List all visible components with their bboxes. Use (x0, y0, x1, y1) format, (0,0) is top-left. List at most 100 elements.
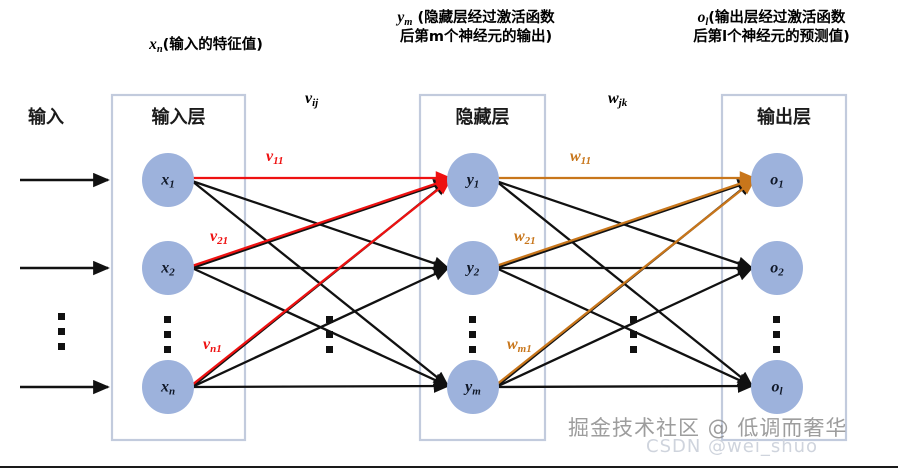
node-label-y1-subscript: 1 (473, 178, 480, 191)
weight-label-vn1-symbol: v (203, 336, 211, 353)
node-x1[interactable] (142, 153, 194, 207)
node-label-ol-symbol: o (771, 378, 780, 396)
ellipsis-between-input-hidden (326, 316, 333, 353)
caption-input-subscript: n (156, 43, 163, 55)
node-label-ol-subscript: l (779, 385, 783, 398)
caption-output-symbol: o (697, 9, 706, 26)
node-label-xn-symbol: x (160, 378, 169, 396)
weight-label-v11-subscript: 11 (273, 155, 284, 168)
caption-output-line1: ol(输出层经过激活函数 (645, 9, 898, 29)
caption-hidden-symbol: y (397, 9, 405, 26)
caption-hidden-text2: 后第m个神经元的输出) (399, 29, 553, 46)
caption-input-symbol: x (149, 36, 157, 53)
node-label-x2-subscript: 2 (169, 266, 175, 279)
caption-output-subscript: l (705, 16, 709, 28)
caption-hidden-text1: (隐藏层经过激活函数 (412, 10, 555, 26)
weight-label-v21-subscript: 21 (217, 235, 229, 248)
watermark-main: 掘金技术社区 @ 低调而奢华 (568, 416, 848, 440)
weight-label-w21-symbol: w (514, 228, 525, 245)
node-label-o1: o1 (770, 171, 784, 190)
node-label-ol: ol (771, 378, 782, 397)
layer-title-output: 输出层 (757, 107, 811, 128)
ellipsis-output-layer (773, 316, 780, 353)
caption-output-text2: 后第l个神经元的预测值) (693, 29, 850, 46)
node-label-x1: x1 (161, 171, 175, 190)
node-ol[interactable] (751, 360, 803, 414)
weight-group-v-subscript: ij (312, 97, 319, 110)
caption-output-prediction: ol(输出层经过激活函数 后第l个神经元的预测值) (645, 9, 898, 46)
ellipsis-input-feed (58, 313, 65, 350)
node-label-x2: x2 (161, 259, 175, 278)
node-label-y1-symbol: y (466, 171, 474, 189)
node-o2[interactable] (751, 241, 803, 295)
layer-title-hidden: 隐藏层 (455, 107, 510, 128)
ellipsis-dots (58, 313, 780, 353)
caption-hidden-subscript: m (404, 16, 413, 28)
caption-hidden-line1: ym (隐藏层经过激活函数 (333, 9, 619, 29)
node-label-y1: y1 (467, 171, 480, 190)
weight-label-vn1: vn1 (203, 336, 222, 355)
caption-input-features: xn(输入的特征值) (66, 36, 346, 56)
weight-label-w11: w11 (570, 148, 591, 167)
node-label-y2-subscript: 2 (473, 266, 480, 279)
weight-label-wm1: wm1 (507, 336, 532, 355)
side-label-input: 输入 (28, 107, 64, 128)
node-y1[interactable] (447, 153, 499, 207)
edge-ym-ol (495, 379, 754, 393)
weight-label-wm1-subscript: m1 (517, 343, 532, 356)
node-label-xn: xn (161, 378, 175, 397)
weight-label-vn1-subscript: n1 (210, 343, 222, 356)
ellipsis-between-hidden-output (630, 316, 637, 353)
bottom-rule (0, 466, 898, 468)
edge-xn-y2 (191, 266, 450, 389)
node-label-x1-subscript: 1 (169, 178, 175, 191)
weight-group-label-w: wjk (608, 90, 627, 109)
node-o1[interactable] (751, 153, 803, 207)
node-ym[interactable] (447, 360, 499, 414)
node-y2[interactable] (447, 241, 499, 295)
weight-label-v21-symbol: v (210, 228, 218, 245)
weight-label-w11-symbol: w (570, 148, 581, 165)
caption-input-text: (输入的特征值) (162, 37, 263, 53)
weight-label-v11-symbol: v (266, 148, 274, 165)
edge-x2-y1 (191, 179, 450, 270)
node-label-o2-symbol: o (770, 259, 779, 277)
weight-group-v-symbol: v (305, 90, 313, 107)
weight-label-w21-subscript: 21 (524, 235, 536, 248)
ellipsis-input-layer (164, 316, 171, 353)
node-label-y2: y2 (467, 259, 480, 278)
node-label-ym-symbol: y (465, 378, 473, 396)
input-arrows (20, 172, 110, 395)
caption-output-text1: (输出层经过激活函数 (708, 10, 846, 26)
edge-xn-ym (191, 379, 450, 393)
edge-y2-o1 (495, 179, 754, 270)
node-x2[interactable] (142, 241, 194, 295)
weight-group-label-v: vij (305, 90, 318, 109)
weight-label-v21: v21 (210, 228, 228, 247)
nodes (142, 153, 803, 414)
weight-label-wm1-symbol: w (507, 336, 518, 353)
weight-label-w11-subscript: 11 (580, 155, 592, 168)
node-label-ym-subscript: m (472, 385, 481, 398)
node-label-o2: o2 (770, 259, 784, 278)
edge-ym-o2 (495, 266, 754, 389)
edge-vn1 (191, 178, 452, 386)
node-label-o2-subscript: 2 (778, 266, 784, 279)
edge-v21 (191, 177, 452, 268)
node-label-o1-symbol: o (770, 171, 779, 189)
node-label-y2-symbol: y (466, 259, 474, 277)
ellipsis-hidden-layer (469, 316, 476, 353)
edges-v-highlight (191, 171, 452, 386)
node-label-o1-subscript: 1 (778, 178, 784, 191)
watermark-faint: CSDN @wei_shuo (646, 436, 819, 457)
layer-title-input: 输入层 (151, 107, 206, 128)
node-label-x2-symbol: x (161, 259, 170, 277)
node-label-x1-symbol: x (161, 171, 170, 189)
edge-w21 (495, 177, 756, 268)
node-xn[interactable] (142, 360, 194, 414)
weight-label-w21: w21 (514, 228, 536, 247)
node-label-ym: ym (465, 378, 481, 397)
node-label-xn-subscript: n (168, 385, 176, 398)
